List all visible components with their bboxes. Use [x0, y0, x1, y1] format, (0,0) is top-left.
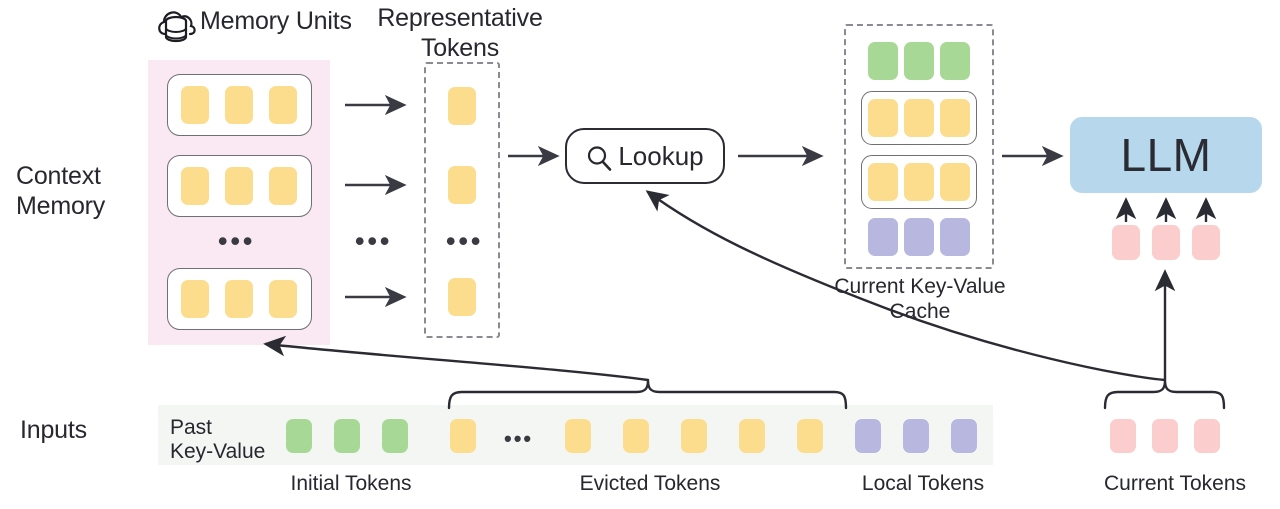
input-token-purple: [951, 419, 977, 453]
cache-token-green: [904, 42, 934, 80]
heading-memory-units: Memory Units: [200, 7, 352, 35]
memory-units-ellipsis: •••: [218, 226, 256, 256]
cache-token-purple: [940, 218, 970, 256]
cache-token-yellow: [940, 163, 970, 201]
memory-token: [269, 280, 297, 318]
input-token-yellow: [797, 419, 823, 453]
memory-token: [225, 280, 253, 318]
arrow-column-ellipsis: •••: [355, 226, 393, 256]
evicted-tokens-brace: [447, 379, 848, 410]
heading-current-kv-cache: Current Key-Value Cache: [834, 275, 1006, 323]
input-token-green: [334, 419, 360, 453]
input-token-purple: [855, 419, 881, 453]
cache-token-yellow: [904, 163, 934, 201]
group-label-current-tokens: Current Tokens: [1103, 472, 1247, 495]
llm-token-arrow: [1115, 197, 1217, 222]
input-token-green: [382, 419, 408, 453]
row-label-context-memory: Context Memory: [16, 162, 106, 220]
cache-token-yellow: [904, 99, 934, 137]
group-label-initial-tokens: Initial Tokens: [290, 472, 412, 495]
memory-token: [181, 86, 209, 124]
lookup-button[interactable]: Lookup: [565, 128, 725, 184]
past-key-value-label: Past Key-Value: [170, 416, 266, 463]
cache-token-purple: [904, 218, 934, 256]
current-token-pink: [1194, 419, 1220, 453]
llm-box[interactable]: LLM: [1070, 117, 1262, 193]
input-token-yellow: [681, 419, 707, 453]
input-token-green: [286, 419, 312, 453]
current-token-pink: [1110, 419, 1136, 453]
llm-label: LLM: [1120, 129, 1212, 181]
cloud-database-icon: [155, 4, 199, 48]
cache-token-purple: [868, 218, 898, 256]
memory-token: [225, 86, 253, 124]
memory-token: [269, 167, 297, 205]
row-label-inputs: Inputs: [20, 416, 87, 444]
input-token-yellow: [450, 419, 476, 453]
memory-token: [269, 86, 297, 124]
input-token-yellow: [565, 419, 591, 453]
heading-representative-tokens: Representative Tokens: [377, 4, 543, 62]
evicted-to-context-memory-arrow: [263, 335, 650, 382]
cache-token-green: [868, 42, 898, 80]
llm-input-token: [1152, 225, 1180, 260]
lookup-label: Lookup: [618, 140, 704, 171]
input-token-yellow: [623, 419, 649, 453]
cache-token-yellow: [940, 99, 970, 137]
group-label-local-tokens: Local Tokens: [861, 472, 985, 495]
current-tokens-brace: [1103, 379, 1226, 410]
representative-token: [448, 87, 476, 125]
input-token-purple: [903, 419, 929, 453]
memory-token: [181, 167, 209, 205]
representative-tokens-ellipsis: •••: [446, 226, 484, 256]
cache-token-yellow: [868, 163, 898, 201]
group-label-evicted-tokens: Evicted Tokens: [579, 472, 721, 495]
memory-token: [181, 280, 209, 318]
representative-tokens-box: [424, 62, 500, 338]
magnifier-icon: [585, 144, 613, 172]
cache-token-yellow: [868, 99, 898, 137]
cache-token-green: [940, 42, 970, 80]
input-token-yellow: [739, 419, 765, 453]
memory-token: [225, 167, 253, 205]
llm-input-token: [1112, 225, 1140, 260]
representative-token: [448, 166, 476, 204]
representative-token: [448, 278, 476, 316]
input-sequence-ellipsis: •••: [504, 426, 534, 451]
current-token-pink: [1152, 419, 1178, 453]
llm-input-token: [1192, 225, 1220, 260]
